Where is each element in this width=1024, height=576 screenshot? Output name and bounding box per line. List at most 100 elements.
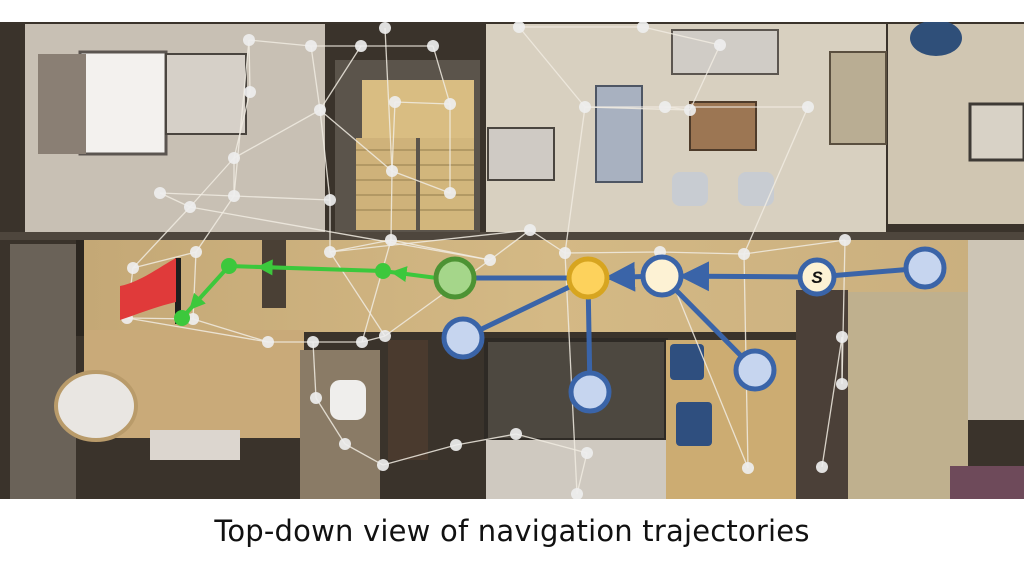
graph-edge bbox=[391, 101, 396, 172]
graph-node bbox=[581, 447, 593, 459]
bathtub bbox=[54, 370, 138, 442]
trajectory-node-right-end bbox=[903, 246, 947, 290]
sofa bbox=[671, 29, 779, 75]
graph-node bbox=[307, 336, 319, 348]
graph-node bbox=[190, 246, 202, 258]
graph-node bbox=[579, 101, 591, 113]
bean-bag bbox=[910, 22, 962, 56]
graph-node bbox=[659, 101, 671, 113]
green-path-segment bbox=[228, 264, 384, 273]
graph-edge bbox=[384, 27, 393, 172]
green-path-node bbox=[375, 263, 391, 279]
graph-edge bbox=[743, 239, 846, 255]
graph-edge bbox=[529, 229, 566, 254]
graph-node bbox=[637, 22, 649, 33]
graph-node bbox=[324, 246, 336, 258]
graph-edge bbox=[189, 157, 235, 208]
graph-edge bbox=[329, 229, 531, 253]
graph-node bbox=[187, 313, 199, 325]
graph-edge bbox=[319, 109, 393, 172]
green-arrow-icon bbox=[390, 266, 408, 282]
graph-node bbox=[385, 234, 397, 246]
graph-node bbox=[154, 187, 166, 199]
graph-node bbox=[310, 392, 322, 404]
graph-edge bbox=[319, 109, 331, 201]
bed bbox=[78, 50, 168, 156]
green-trajectory bbox=[174, 258, 438, 326]
start-label: S bbox=[811, 268, 823, 287]
graph-node bbox=[184, 201, 196, 213]
graph-node bbox=[377, 459, 389, 471]
trajectory-node-right-lower bbox=[733, 348, 777, 392]
graph-node bbox=[379, 22, 391, 34]
toilet bbox=[330, 380, 366, 420]
graph-edge bbox=[382, 444, 457, 466]
graph-node bbox=[314, 104, 326, 116]
navigation-graph-overlay: S bbox=[0, 22, 1024, 499]
coffee-table bbox=[689, 101, 757, 151]
blue-trajectory-nodes: S bbox=[433, 246, 947, 414]
graph-node bbox=[559, 247, 571, 259]
graph-node bbox=[339, 438, 351, 450]
graph-node bbox=[389, 96, 401, 108]
graph-node bbox=[571, 488, 583, 499]
graph-edge bbox=[432, 45, 451, 105]
graph-edge bbox=[821, 336, 843, 468]
graph-edge bbox=[689, 44, 721, 111]
green-arrow-icon bbox=[256, 259, 276, 276]
chair-blue-1 bbox=[670, 344, 704, 380]
graph-node bbox=[484, 254, 496, 266]
graph-node bbox=[513, 22, 525, 33]
graph-edge bbox=[132, 251, 197, 269]
graph-node bbox=[228, 190, 240, 202]
trajectory-node-yellow bbox=[566, 256, 610, 300]
graph-node bbox=[714, 39, 726, 51]
trajectory-node-green bbox=[433, 256, 477, 300]
floorplan-background bbox=[0, 22, 1024, 499]
graph-node bbox=[127, 262, 139, 274]
graph-edge bbox=[489, 229, 531, 261]
graph-edge bbox=[248, 39, 251, 93]
graph-edge bbox=[312, 341, 317, 399]
graph-edge bbox=[390, 170, 393, 241]
graph-node bbox=[444, 187, 456, 199]
graph-node bbox=[444, 98, 456, 110]
graph-node bbox=[355, 40, 367, 52]
armchair-left bbox=[595, 85, 643, 183]
graph-node bbox=[243, 34, 255, 46]
graph-edge bbox=[310, 45, 321, 111]
graph-edge bbox=[233, 109, 321, 159]
floorplan-figure: S bbox=[0, 22, 1024, 499]
graph-node bbox=[324, 194, 336, 206]
graph-edge bbox=[642, 26, 721, 46]
graph-node bbox=[839, 234, 851, 246]
graph-edge bbox=[743, 106, 809, 255]
graph-edge bbox=[195, 195, 235, 253]
graph-node bbox=[305, 40, 317, 52]
graph-edge bbox=[455, 433, 517, 446]
trajectory-node-left-lower bbox=[441, 316, 485, 360]
graph-node bbox=[802, 101, 814, 113]
graph-node bbox=[450, 439, 462, 451]
trajectory-node-cream bbox=[640, 254, 684, 298]
graph-node bbox=[816, 461, 828, 473]
graph-edge bbox=[584, 106, 691, 111]
graph-edge bbox=[248, 39, 312, 47]
graph-edge bbox=[361, 239, 392, 343]
trajectory-node-start bbox=[797, 257, 837, 297]
green-path-node bbox=[221, 258, 237, 274]
graph-edge bbox=[233, 39, 250, 197]
graph-node bbox=[684, 104, 696, 116]
graph-edge bbox=[576, 452, 588, 495]
graph-edge bbox=[564, 251, 661, 254]
graph-edge bbox=[564, 252, 578, 495]
graph-edge bbox=[518, 26, 586, 108]
graph-node bbox=[836, 331, 848, 343]
graph-edge bbox=[159, 192, 235, 197]
graph-node bbox=[356, 336, 368, 348]
navigation-graph-edges bbox=[126, 26, 846, 495]
graph-edge bbox=[329, 251, 386, 337]
blue-path-edge bbox=[461, 275, 590, 341]
graph-edge bbox=[659, 251, 745, 255]
graph-edge bbox=[391, 170, 451, 194]
